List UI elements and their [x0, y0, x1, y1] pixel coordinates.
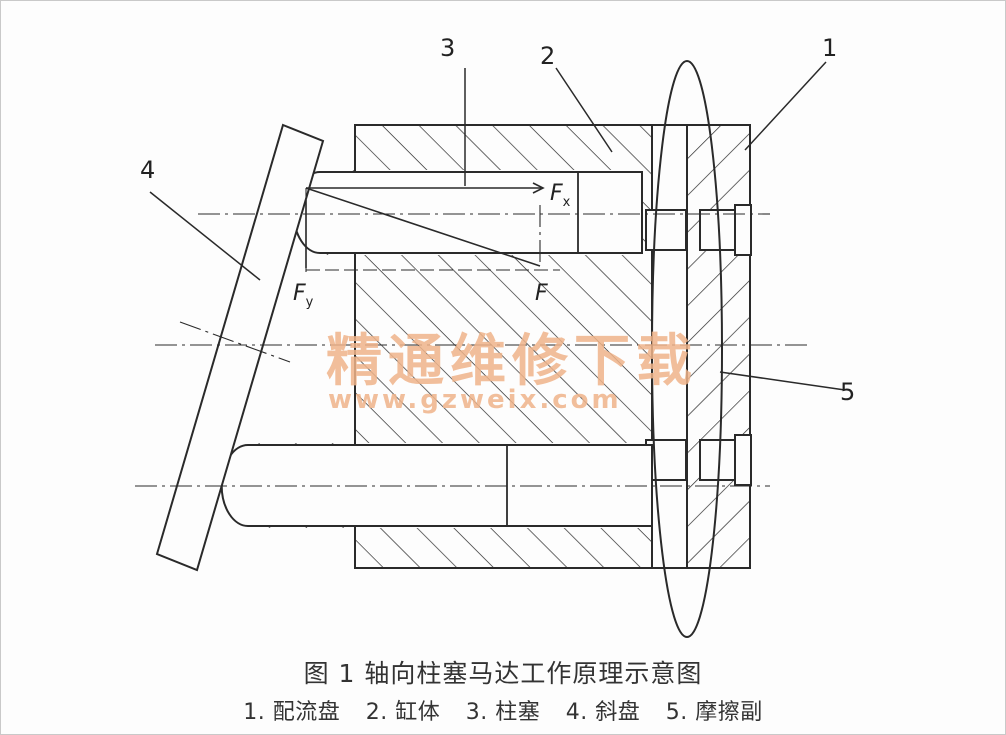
force-vectors: [305, 182, 545, 268]
axial-force-label: Fx: [550, 181, 571, 210]
figure-title: 图 1 轴向柱塞马达工作原理示意图: [303, 659, 703, 688]
swash-plate: [155, 123, 325, 572]
legend-item: 5. 摩擦副: [665, 700, 763, 725]
piston-upper: [292, 171, 643, 254]
label-cylinder-block: 2: [540, 42, 555, 70]
legend-item: 2. 缸体: [365, 700, 441, 725]
figure-legend: 1. 配流盘 2. 缸体 3. 柱塞 4. 斜盘 5. 摩擦副: [0, 694, 1006, 726]
label-valve-plate: 1: [822, 34, 837, 62]
radial-force-label: Fy: [293, 281, 314, 310]
watermark-text: 精通维修下载: [326, 328, 698, 394]
label-piston: 3: [440, 34, 455, 62]
watermark: 精通维修下载 www.gzweix.com: [326, 328, 698, 415]
resultant-force-arrow: [305, 187, 541, 267]
friction-pair-ellipse: [651, 60, 723, 638]
leader-lines: [149, 61, 846, 391]
legend-item: 4. 斜盘: [565, 700, 641, 725]
label-friction-pair: 5: [840, 378, 855, 406]
resultant-force-label: F: [535, 281, 548, 306]
legend-item: 3. 柱塞: [465, 700, 541, 725]
legend-item: 1. 配流盘: [243, 700, 341, 725]
label-swash-plate: 4: [140, 156, 155, 184]
center-lines: [135, 205, 810, 487]
watermark-url: www.gzweix.com: [328, 385, 622, 415]
